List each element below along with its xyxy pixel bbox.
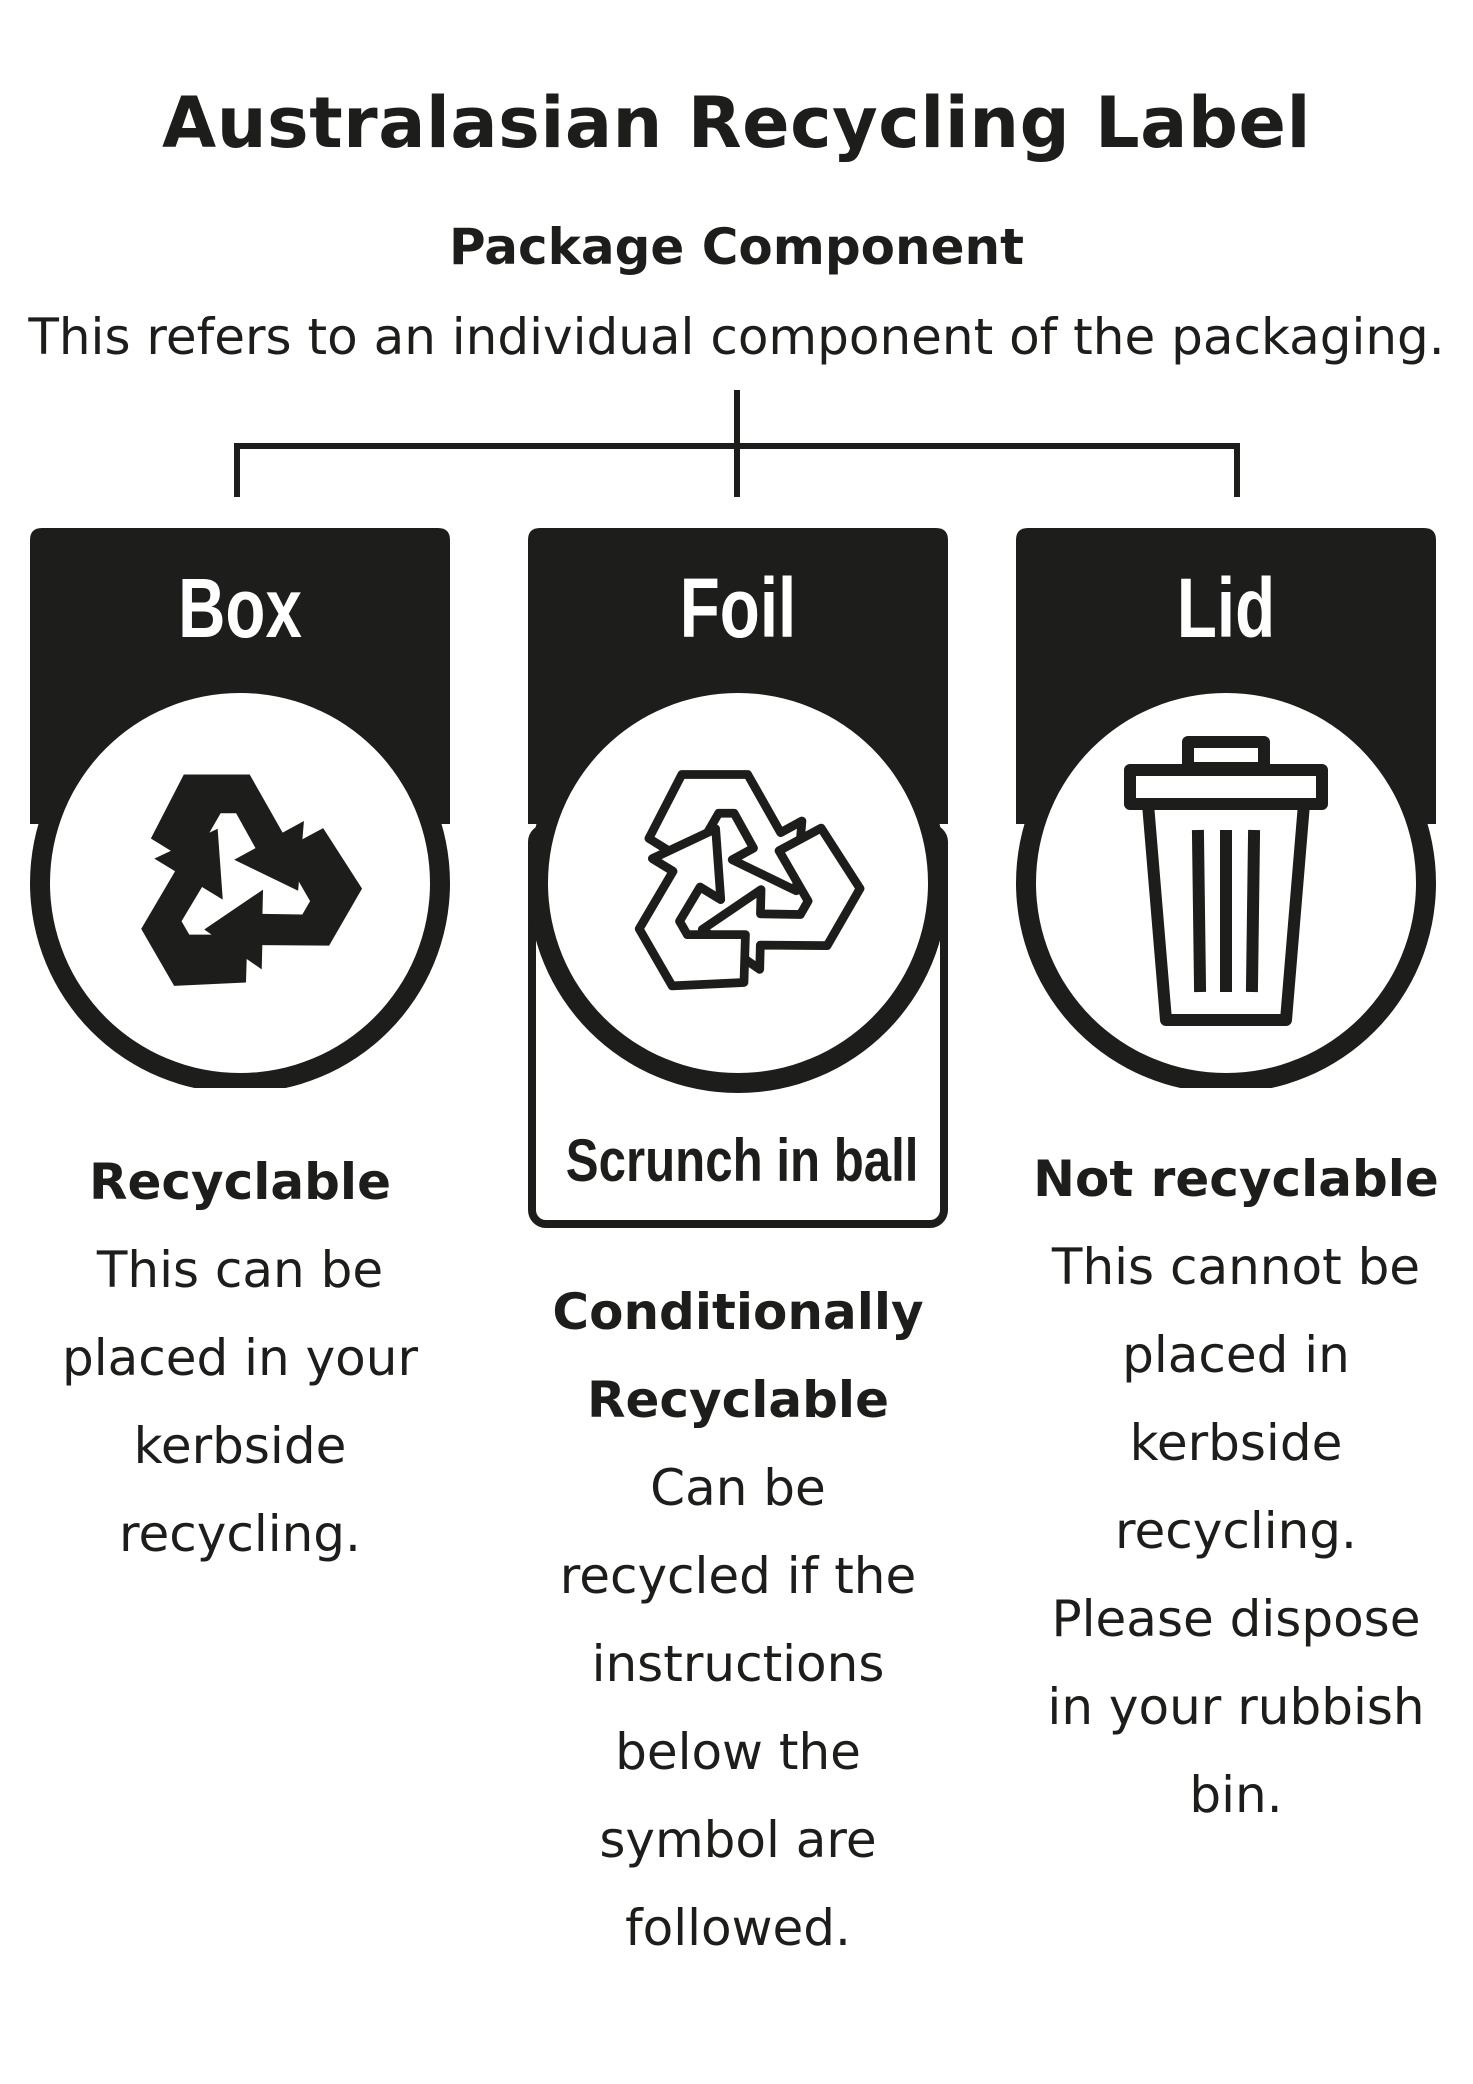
component-card-box: Box (30, 528, 450, 1088)
description-line: below the (615, 1723, 861, 1781)
recyclability-status: Conditionally (552, 1283, 924, 1341)
bracket-connector (234, 390, 1240, 497)
description-line: instructions (591, 1635, 885, 1693)
description-line: followed. (625, 1899, 851, 1957)
component-name: Foil (679, 561, 797, 655)
description-line: placed in your (61, 1329, 419, 1387)
label-frame (30, 528, 450, 1088)
recyclability-status: Recyclable (586, 1371, 889, 1429)
component-card-lid: Lid (1016, 528, 1436, 1088)
component-card-foil: Foil Scrunch in ball (528, 528, 948, 1228)
section-subtitle: Package Component (448, 218, 1025, 276)
component-name: Box (178, 561, 302, 655)
description-line: recycled if the (559, 1547, 917, 1605)
component-description-box: Recyclable This can be placed in your ke… (20, 1138, 460, 1578)
component-description-foil: Conditionally Recyclable Can be recycled… (518, 1268, 958, 1972)
description-line: recycling. (119, 1505, 361, 1563)
description-line: This cannot be (1051, 1238, 1421, 1296)
section-description: This refers to an individual component o… (28, 308, 1445, 366)
recyclability-status: Recyclable (88, 1153, 391, 1211)
recycle-solid-icon (114, 774, 379, 1015)
condition-instruction: Scrunch in ball (565, 1127, 919, 1194)
component-description-lid: Not recyclable This cannot be placed in … (1006, 1135, 1466, 1839)
description-line: kerbside (133, 1417, 347, 1475)
description-line: symbol are (599, 1811, 877, 1869)
recyclability-status: Not recyclable (1033, 1150, 1439, 1208)
description-line: in your rubbish (1047, 1678, 1425, 1736)
recycle-outline-icon (583, 770, 893, 1038)
trash-bin-icon (1124, 736, 1328, 1026)
page-title: Australasian Recycling Label (162, 82, 1311, 164)
description-line: This can be (96, 1241, 384, 1299)
label-frame (528, 528, 948, 1228)
description-line: Please dispose (1051, 1590, 1421, 1648)
description-line: recycling. (1115, 1502, 1357, 1560)
description-line: bin. (1189, 1766, 1283, 1824)
description-line: kerbside (1129, 1414, 1343, 1472)
description-line: Can be (650, 1459, 826, 1517)
description-line: placed in (1122, 1326, 1350, 1384)
component-name: Lid (1176, 561, 1276, 655)
